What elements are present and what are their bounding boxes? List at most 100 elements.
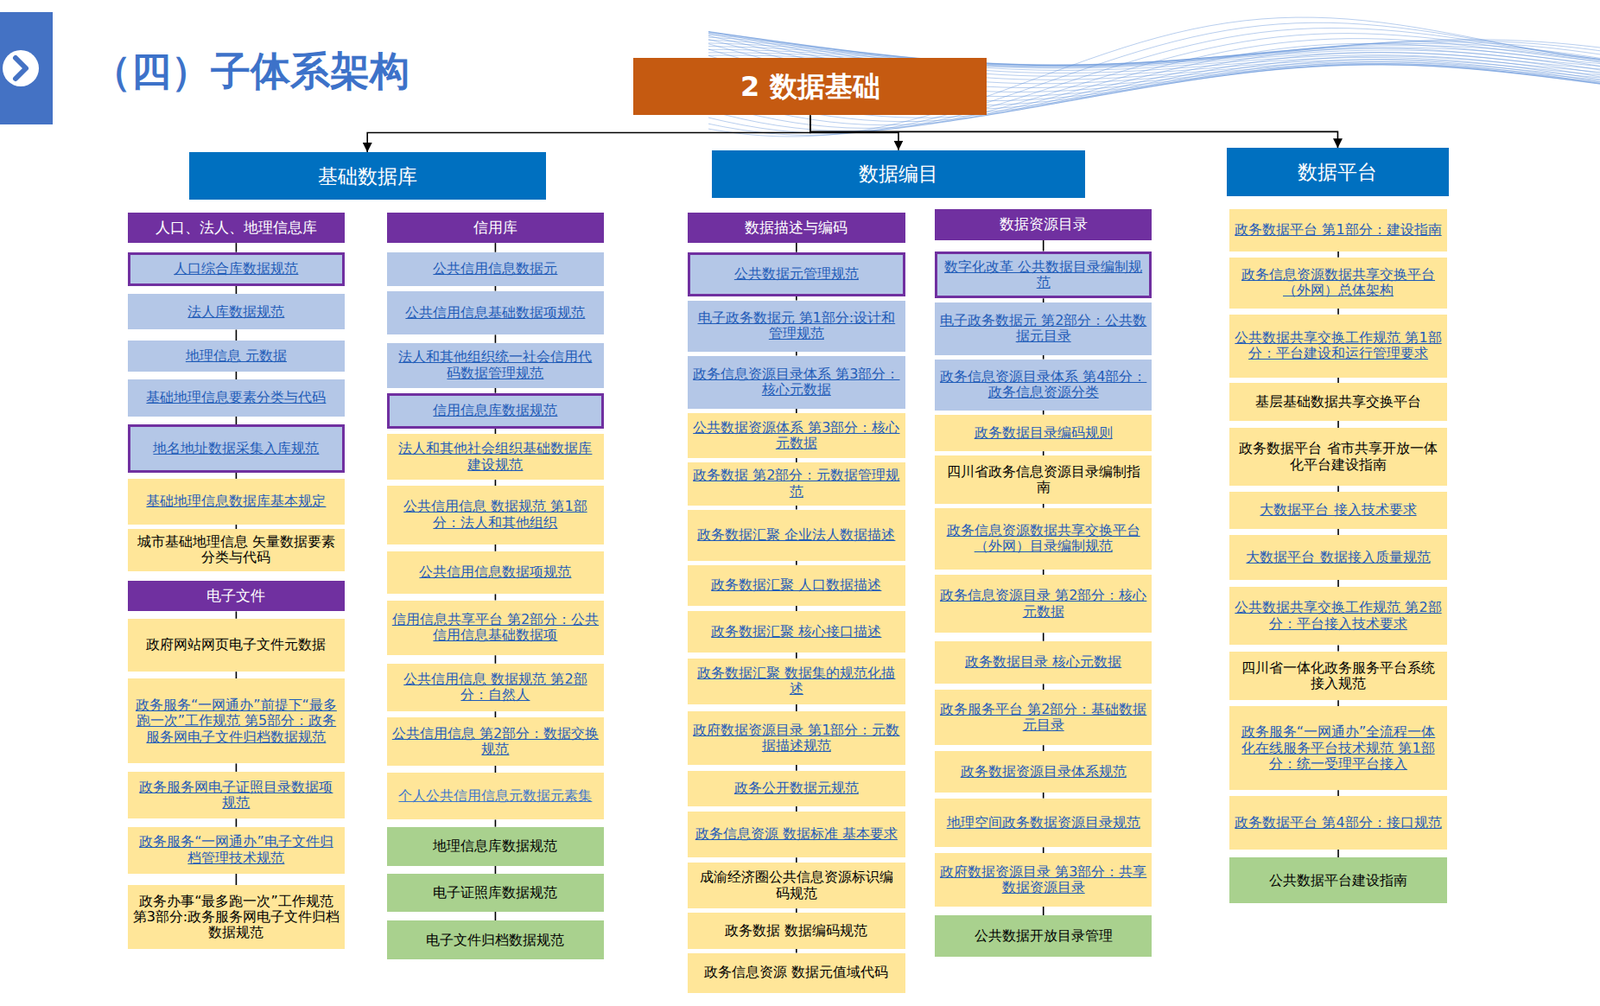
highlighted-standard-box: 数字化改革 公共数据目录编制规范 bbox=[934, 251, 1153, 299]
node-text: 基层基础数据共享交换平台 bbox=[1255, 393, 1422, 410]
side-tab bbox=[0, 12, 53, 125]
connector bbox=[235, 671, 238, 679]
node-text: 城市基础地理信息 矢量数据要素分类与代码 bbox=[133, 533, 341, 566]
node-text: 大数据平台 接入技术要求 bbox=[1259, 501, 1416, 518]
standard-box: 公共信用信息数据项规范 bbox=[387, 551, 605, 595]
node-text: 2 数据基础 bbox=[740, 70, 880, 103]
node-text: 公共信用信息 数据规范 第1部分：法人和其他组织 bbox=[392, 498, 600, 531]
node-text: 政务数据资源目录体系规范 bbox=[960, 763, 1127, 780]
connector bbox=[1337, 789, 1340, 796]
connector bbox=[1042, 906, 1045, 916]
standard-box: 地理信息 元数据 bbox=[127, 340, 346, 371]
connector bbox=[235, 818, 238, 826]
connector bbox=[1337, 308, 1340, 315]
standard-box: 政务数据平台 第4部分：接口规范 bbox=[1229, 795, 1448, 849]
standard-box: 政务信息资源数据共享交换平台（外网）总体架构 bbox=[1229, 257, 1448, 309]
standard-box: 基础地理信息数据库基本规定 bbox=[127, 478, 346, 525]
wave-lines bbox=[708, 17, 1600, 137]
node-text: 法人和其他组织统一社会信用代码数据管理规范 bbox=[392, 349, 600, 381]
node-text: 政务数据汇聚 数据集的规范化描述 bbox=[692, 665, 901, 698]
node-text: 政务数据 数据编码规范 bbox=[724, 922, 868, 939]
node-text: 政务数据平台 第1部分：建设指南 bbox=[1234, 222, 1442, 238]
group-header: 数据资源目录 bbox=[934, 209, 1153, 240]
connector bbox=[1337, 485, 1340, 492]
standard-box: 成渝经济圈公共信息资源标识编码规范 bbox=[687, 862, 906, 908]
connector bbox=[1042, 744, 1045, 751]
node-text: 大数据平台 数据接入质量规范 bbox=[1245, 549, 1430, 566]
chevron-icon bbox=[15, 57, 26, 79]
standard-box: 地理信息库数据规范 bbox=[387, 826, 605, 866]
node-text: 政务数据目录编码规则 bbox=[974, 425, 1113, 441]
node-text: 公共信用信息数据元 bbox=[432, 260, 558, 277]
node-text: 公共数据共享交换工作规范 第1部分：平台建设和运行管理要求 bbox=[1234, 330, 1442, 362]
node-text: 电子文件 bbox=[206, 587, 266, 605]
highlighted-standard-box: 信用信息库数据规范 bbox=[387, 393, 605, 429]
node-text: 政务数据汇聚 人口数据描述 bbox=[711, 577, 882, 593]
standard-box: 法人和其他组织统一社会信用代码数据管理规范 bbox=[387, 342, 605, 388]
connector bbox=[495, 911, 497, 921]
node-text: 信用库 bbox=[473, 219, 518, 237]
node-text: 公共信用信息 第2部分：数据交换规范 bbox=[392, 725, 600, 758]
node-text: 政务公开数据元规范 bbox=[734, 780, 859, 796]
connector bbox=[1337, 849, 1340, 858]
node-text: 政务信息资源 数据标准 基本要求 bbox=[695, 825, 898, 842]
standard-box: 政务信息资源数据共享交换平台（外网）目录编制规范 bbox=[934, 507, 1153, 570]
standard-box: 政务服务平台 第2部分：基础数据元目录 bbox=[934, 689, 1153, 745]
node-text: 政务信息资源数据共享交换平台（外网）目录编制规范 bbox=[939, 522, 1148, 555]
node-text: 地理信息 元数据 bbox=[185, 348, 287, 364]
connector bbox=[495, 765, 497, 773]
connector bbox=[495, 593, 497, 600]
node-text: 基础数据库 bbox=[317, 165, 418, 188]
root-box: 2 数据基础 bbox=[633, 57, 987, 115]
standard-box: 政务数据汇聚 核心接口描述 bbox=[687, 610, 906, 652]
standard-box: 公共信用信息数据元 bbox=[387, 252, 605, 286]
connector bbox=[235, 285, 238, 294]
standard-box: 政务信息资源目录体系 第3部分：核心元数据 bbox=[687, 355, 906, 409]
connector bbox=[1042, 792, 1045, 799]
standard-box: 政务信息资源 数据元值域代码 bbox=[687, 952, 906, 993]
standard-box: 大数据平台 数据接入质量规范 bbox=[1229, 534, 1448, 580]
connector bbox=[495, 711, 497, 718]
standard-box: 政务信息资源目录体系 第4部分：政务信息资源分类 bbox=[934, 359, 1153, 411]
standard-box: 地理空间政务数据资源目录规范 bbox=[934, 798, 1153, 848]
node-text: 公共数据共享交换工作规范 第2部分：平台接入技术要求 bbox=[1234, 599, 1442, 632]
node-text: 政务数据 第2部分：元数据管理规范 bbox=[692, 467, 901, 500]
standard-box: 电子证照库数据规范 bbox=[387, 873, 605, 912]
node-text: 政府数据资源目录 第3部分：共享数据资源目录 bbox=[939, 863, 1148, 896]
standard-box: 政务数据 第2部分：元数据管理规范 bbox=[687, 462, 906, 506]
node-text: 基础地理信息数据库基本规定 bbox=[146, 493, 326, 509]
connector bbox=[795, 652, 798, 659]
node-text: 数据编目 bbox=[858, 162, 939, 185]
standard-box: 公共数据平台建设指南 bbox=[1229, 857, 1448, 903]
connector bbox=[1337, 579, 1340, 587]
node-text: 地名地址数据采集入库规范 bbox=[152, 440, 319, 457]
category-header: 数据编目 bbox=[711, 150, 1085, 199]
standard-box: 法人和其他社会组织基础数据库建设规范 bbox=[387, 433, 605, 480]
standard-box: 政务办事“最多跑一次”工作规范 第3部分:政务服务网电子文件归档数据规范 bbox=[127, 884, 346, 949]
wave-line bbox=[708, 27, 1600, 134]
node-text: 公共信用信息数据项规范 bbox=[419, 564, 572, 580]
connector bbox=[495, 819, 497, 826]
connector bbox=[495, 865, 497, 874]
standard-box: 公共数据开放目录管理 bbox=[934, 914, 1153, 956]
chevron-circle bbox=[2, 50, 39, 87]
node-text: 政务信息资源 数据元值域代码 bbox=[704, 964, 889, 980]
node-text: 电子文件归档数据规范 bbox=[425, 932, 565, 948]
node-text: 政务服务“一网通办”电子文件归档管理技术规范 bbox=[133, 833, 341, 866]
node-text: 政务服务平台 第2部分：基础数据元目录 bbox=[939, 701, 1148, 734]
standard-box: 政务数据平台 省市共享开放一体化平台建设指南 bbox=[1229, 427, 1448, 486]
node-text: 公共信用信息基础数据项规范 bbox=[405, 304, 585, 321]
standard-box: 政务信息资源 数据标准 基本要求 bbox=[687, 811, 906, 858]
standard-box: 政务数据目录 核心元数据 bbox=[934, 641, 1153, 685]
page-title: （四）子体系架构 bbox=[91, 44, 410, 99]
standard-box: 政务数据 数据编码规范 bbox=[687, 912, 906, 948]
standard-box: 政务服务“一网通办”前提下“最多跑一次”工作规范 第5部分：政务服务网电子文件归… bbox=[127, 678, 346, 763]
node-text: 政务信息资源目录体系 第4部分：政务信息资源分类 bbox=[939, 368, 1148, 401]
standard-box: 大数据平台 接入技术要求 bbox=[1229, 491, 1448, 529]
connector bbox=[1337, 644, 1340, 651]
category-header: 基础数据库 bbox=[189, 152, 547, 201]
highlighted-standard-box: 人口综合库数据规范 bbox=[127, 252, 346, 286]
node-text: 政务信息资源目录 第2部分：核心元数据 bbox=[939, 587, 1148, 620]
standard-box: 公共数据资源体系 第3部分：核心元数据 bbox=[687, 412, 906, 458]
